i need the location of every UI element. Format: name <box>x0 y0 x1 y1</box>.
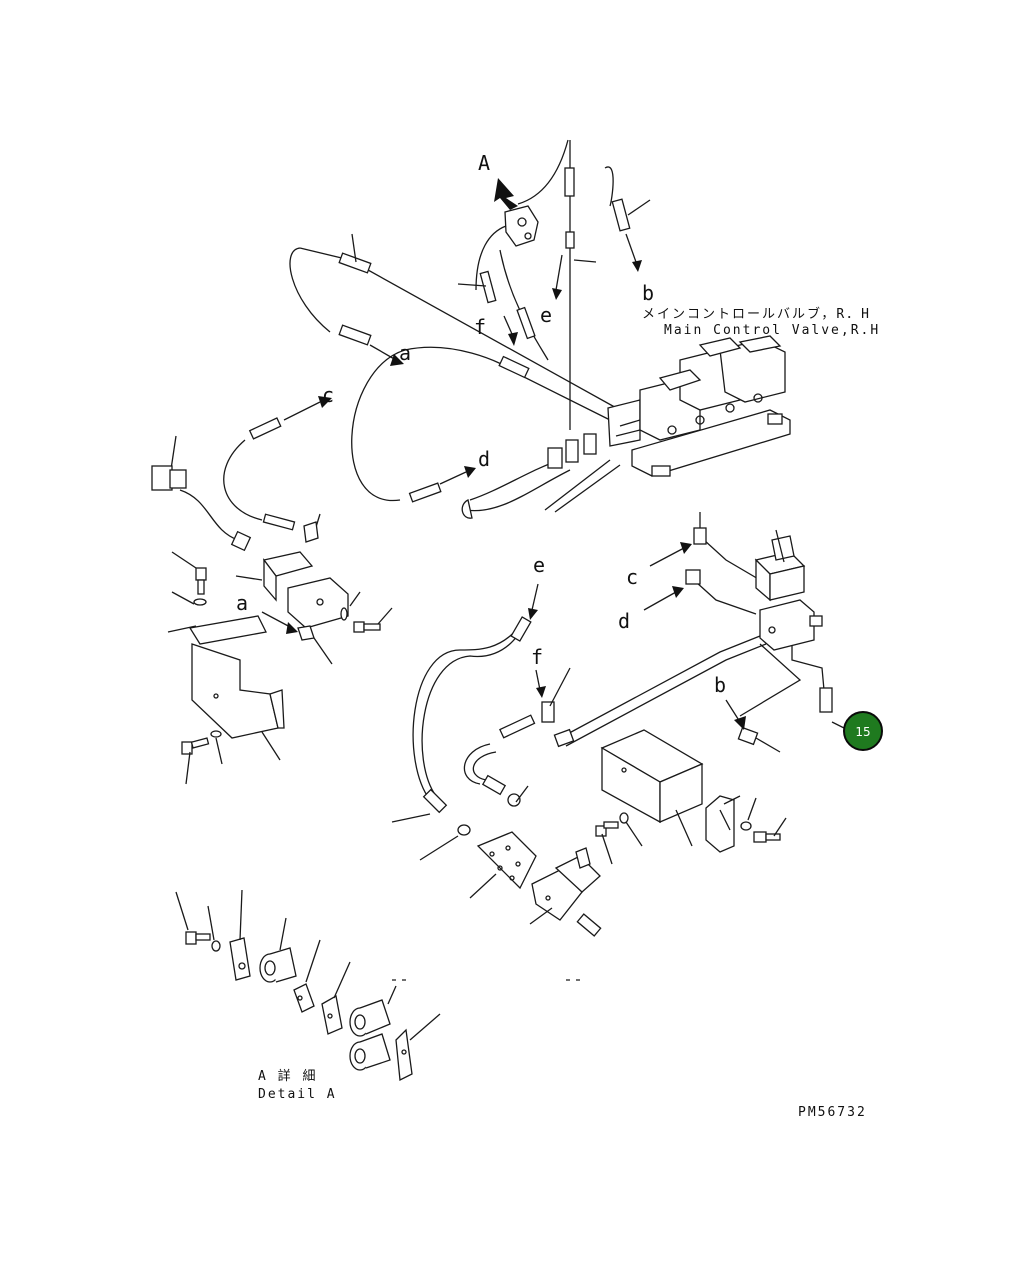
pointer-label-b-right: b <box>714 673 726 697</box>
lower-hoses <box>412 539 825 801</box>
drawing-number: PM56732 <box>798 1105 867 1120</box>
pointer-label-c-top: c <box>322 383 334 407</box>
main-control-valve-jp: メインコントロールバルブ，R．H <box>642 306 871 322</box>
solenoid-valve-left <box>262 521 349 629</box>
detail-a-jp: A 詳 細 <box>258 1068 317 1084</box>
pointer-label-a-left: a <box>236 591 248 615</box>
hose-fittings <box>248 167 631 531</box>
detail-a-en: Detail A <box>258 1087 337 1102</box>
solenoid-connector <box>151 465 252 552</box>
clamp-bracket <box>504 205 539 247</box>
leader-lines-left <box>167 551 393 785</box>
detail-a-parts <box>175 889 582 1082</box>
pointer-label-c-right: c <box>626 565 638 589</box>
pointer-label-d-right: d <box>618 609 630 633</box>
flow-arrows-top <box>283 233 642 485</box>
pointer-label-f-top: f <box>474 315 486 339</box>
left-mounting-plate <box>188 615 285 739</box>
pointer-label-f-mid: f <box>531 645 543 669</box>
pointer-label-e-top: e <box>540 303 552 327</box>
callout-15[interactable]: 15 <box>843 711 883 751</box>
lower-plate <box>476 831 537 890</box>
pointer-label-a-top: a <box>399 341 411 365</box>
pointer-label-d-top: d <box>478 447 490 471</box>
pointer-label-e-mid: e <box>533 553 545 577</box>
main-control-valve-en: Main Control Valve,R.H <box>664 323 880 338</box>
view-label-a: A <box>478 151 490 175</box>
callout-15-number: 15 <box>855 725 870 739</box>
leader-lines-lower <box>391 512 845 925</box>
pointer-label-b-top: b <box>642 281 654 305</box>
upper-hoses <box>179 139 621 541</box>
lower-valve <box>531 847 602 937</box>
left-bolts <box>181 567 381 755</box>
valve-box <box>600 729 704 824</box>
main-control-valve <box>607 335 791 477</box>
leader-lines-top <box>169 199 651 541</box>
view-arrow-icon <box>494 178 518 210</box>
right-bracket-bolts <box>595 795 781 853</box>
solenoid-valve-right <box>754 535 823 651</box>
